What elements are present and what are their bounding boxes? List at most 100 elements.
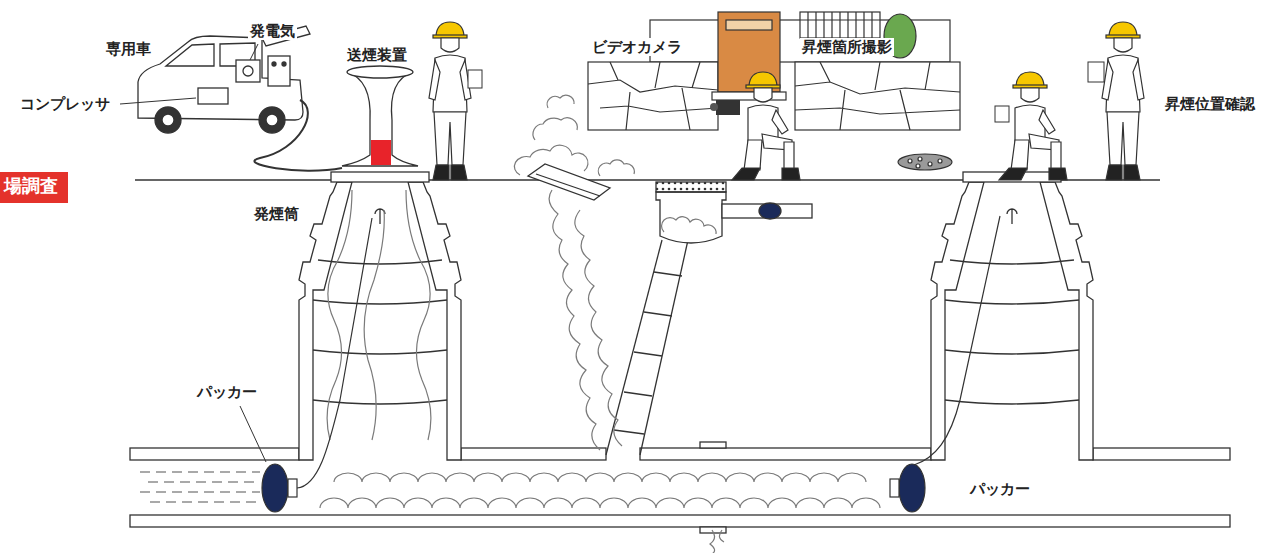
smoke-part <box>533 118 577 140</box>
worker <box>429 22 471 180</box>
sewage-water-part <box>140 471 260 472</box>
left-manhole <box>299 172 461 460</box>
part-label: 昇煙位置確認 <box>1163 95 1257 113</box>
packer-part <box>914 216 1000 465</box>
worker <box>1102 22 1144 180</box>
smoke-part <box>710 530 724 553</box>
part-label: 送煙装置 <box>345 46 409 64</box>
sewer-pipe <box>130 442 1230 533</box>
service-vehicle-part <box>259 107 285 133</box>
hose <box>254 100 342 171</box>
house-part <box>795 62 960 130</box>
service-vehicle-part <box>268 56 290 86</box>
kneeling-worker <box>999 72 1067 180</box>
smoke-part <box>334 473 866 482</box>
inlet-box-part <box>656 182 726 192</box>
sewer-pipe-part <box>130 448 299 460</box>
house-part <box>712 92 786 100</box>
smoke-blower-part <box>347 66 413 78</box>
packer <box>262 216 1000 512</box>
part-label: コンプレッサ <box>18 95 112 113</box>
part-label: 昇煙箇所撮影 <box>800 38 894 56</box>
street-manhole-cover-part <box>908 159 912 163</box>
lateral-pipe <box>606 240 688 455</box>
camera-lens <box>710 103 718 111</box>
smoke-blower-part <box>342 72 418 166</box>
smoke-part <box>406 190 431 440</box>
part-label: パッカー <box>195 383 259 401</box>
smoke-blower-part <box>371 140 391 165</box>
house-part <box>795 62 960 130</box>
inlet-box <box>656 182 812 243</box>
sewage-water-part <box>150 501 258 502</box>
service-vehicle-part <box>236 60 260 82</box>
street-manhole-cover-part <box>928 162 932 166</box>
lateral-pipe-part <box>614 272 682 434</box>
leader-line-part <box>250 44 258 60</box>
section-title: 場調査 <box>4 175 60 198</box>
street-manhole-cover-part <box>938 159 942 163</box>
packer-part <box>288 479 297 497</box>
service-vehicle-part <box>266 114 278 126</box>
inlet-box-part <box>722 204 812 218</box>
clipboard <box>1088 62 1104 82</box>
house-part <box>588 62 718 130</box>
tablet <box>995 106 1009 122</box>
sewer-pipe-part <box>130 515 1230 527</box>
service-vehicle-part <box>243 66 253 76</box>
sewer-pipe-part <box>1093 448 1230 460</box>
gutter-part <box>528 164 610 200</box>
service-vehicle-part <box>272 62 276 66</box>
smoke-part <box>575 210 622 446</box>
gutter <box>528 164 610 200</box>
street-manhole-cover <box>898 154 952 170</box>
packer-part <box>890 479 899 497</box>
service-vehicle <box>138 26 310 133</box>
smoke-part <box>320 498 880 508</box>
camera-worker <box>732 72 800 180</box>
house-part <box>726 20 772 30</box>
service-vehicle-part <box>155 107 181 133</box>
inlet-box-part <box>759 203 781 219</box>
sewer-pipe-part <box>461 448 606 460</box>
house-part <box>800 12 880 38</box>
service-vehicle-part <box>162 114 174 126</box>
street-manhole-cover-part <box>898 154 952 170</box>
packer-part <box>297 218 372 488</box>
sewer-pipe-part <box>640 448 931 460</box>
section-tag: 場調査 <box>0 172 68 203</box>
house-part <box>588 62 718 130</box>
sewage-water-part <box>148 481 258 482</box>
lateral-pipe-part <box>640 240 688 455</box>
service-vehicle-part <box>166 44 214 66</box>
part-label: 発煙筒 <box>252 205 301 223</box>
smoke-part <box>514 145 588 175</box>
smoke-blower <box>342 66 418 166</box>
part-label: 専用車 <box>104 40 153 58</box>
packer-part <box>262 464 288 512</box>
smoke-part <box>662 217 717 234</box>
video-camera <box>716 100 740 115</box>
service-vehicle-part <box>282 62 286 66</box>
street-manhole-cover-part <box>916 164 920 168</box>
sewer-pipe-part <box>700 442 726 448</box>
clipboard <box>468 70 482 88</box>
house-part <box>800 12 880 38</box>
street-manhole-cover-part <box>918 157 922 161</box>
part-label: 発電気 <box>248 22 297 40</box>
smoke-part <box>547 95 574 108</box>
part-label: パッカー <box>968 480 1032 498</box>
leader-line <box>120 44 266 462</box>
leader-line-part <box>120 98 196 104</box>
leader-line-part <box>240 406 266 462</box>
smoke-part <box>598 160 634 176</box>
sewage-water <box>140 472 260 502</box>
smoke <box>320 82 880 553</box>
lateral-pipe-part <box>606 240 662 455</box>
part-label: ビデオカメラ <box>590 38 684 56</box>
packer-part <box>899 464 925 512</box>
service-vehicle-part <box>198 88 228 104</box>
